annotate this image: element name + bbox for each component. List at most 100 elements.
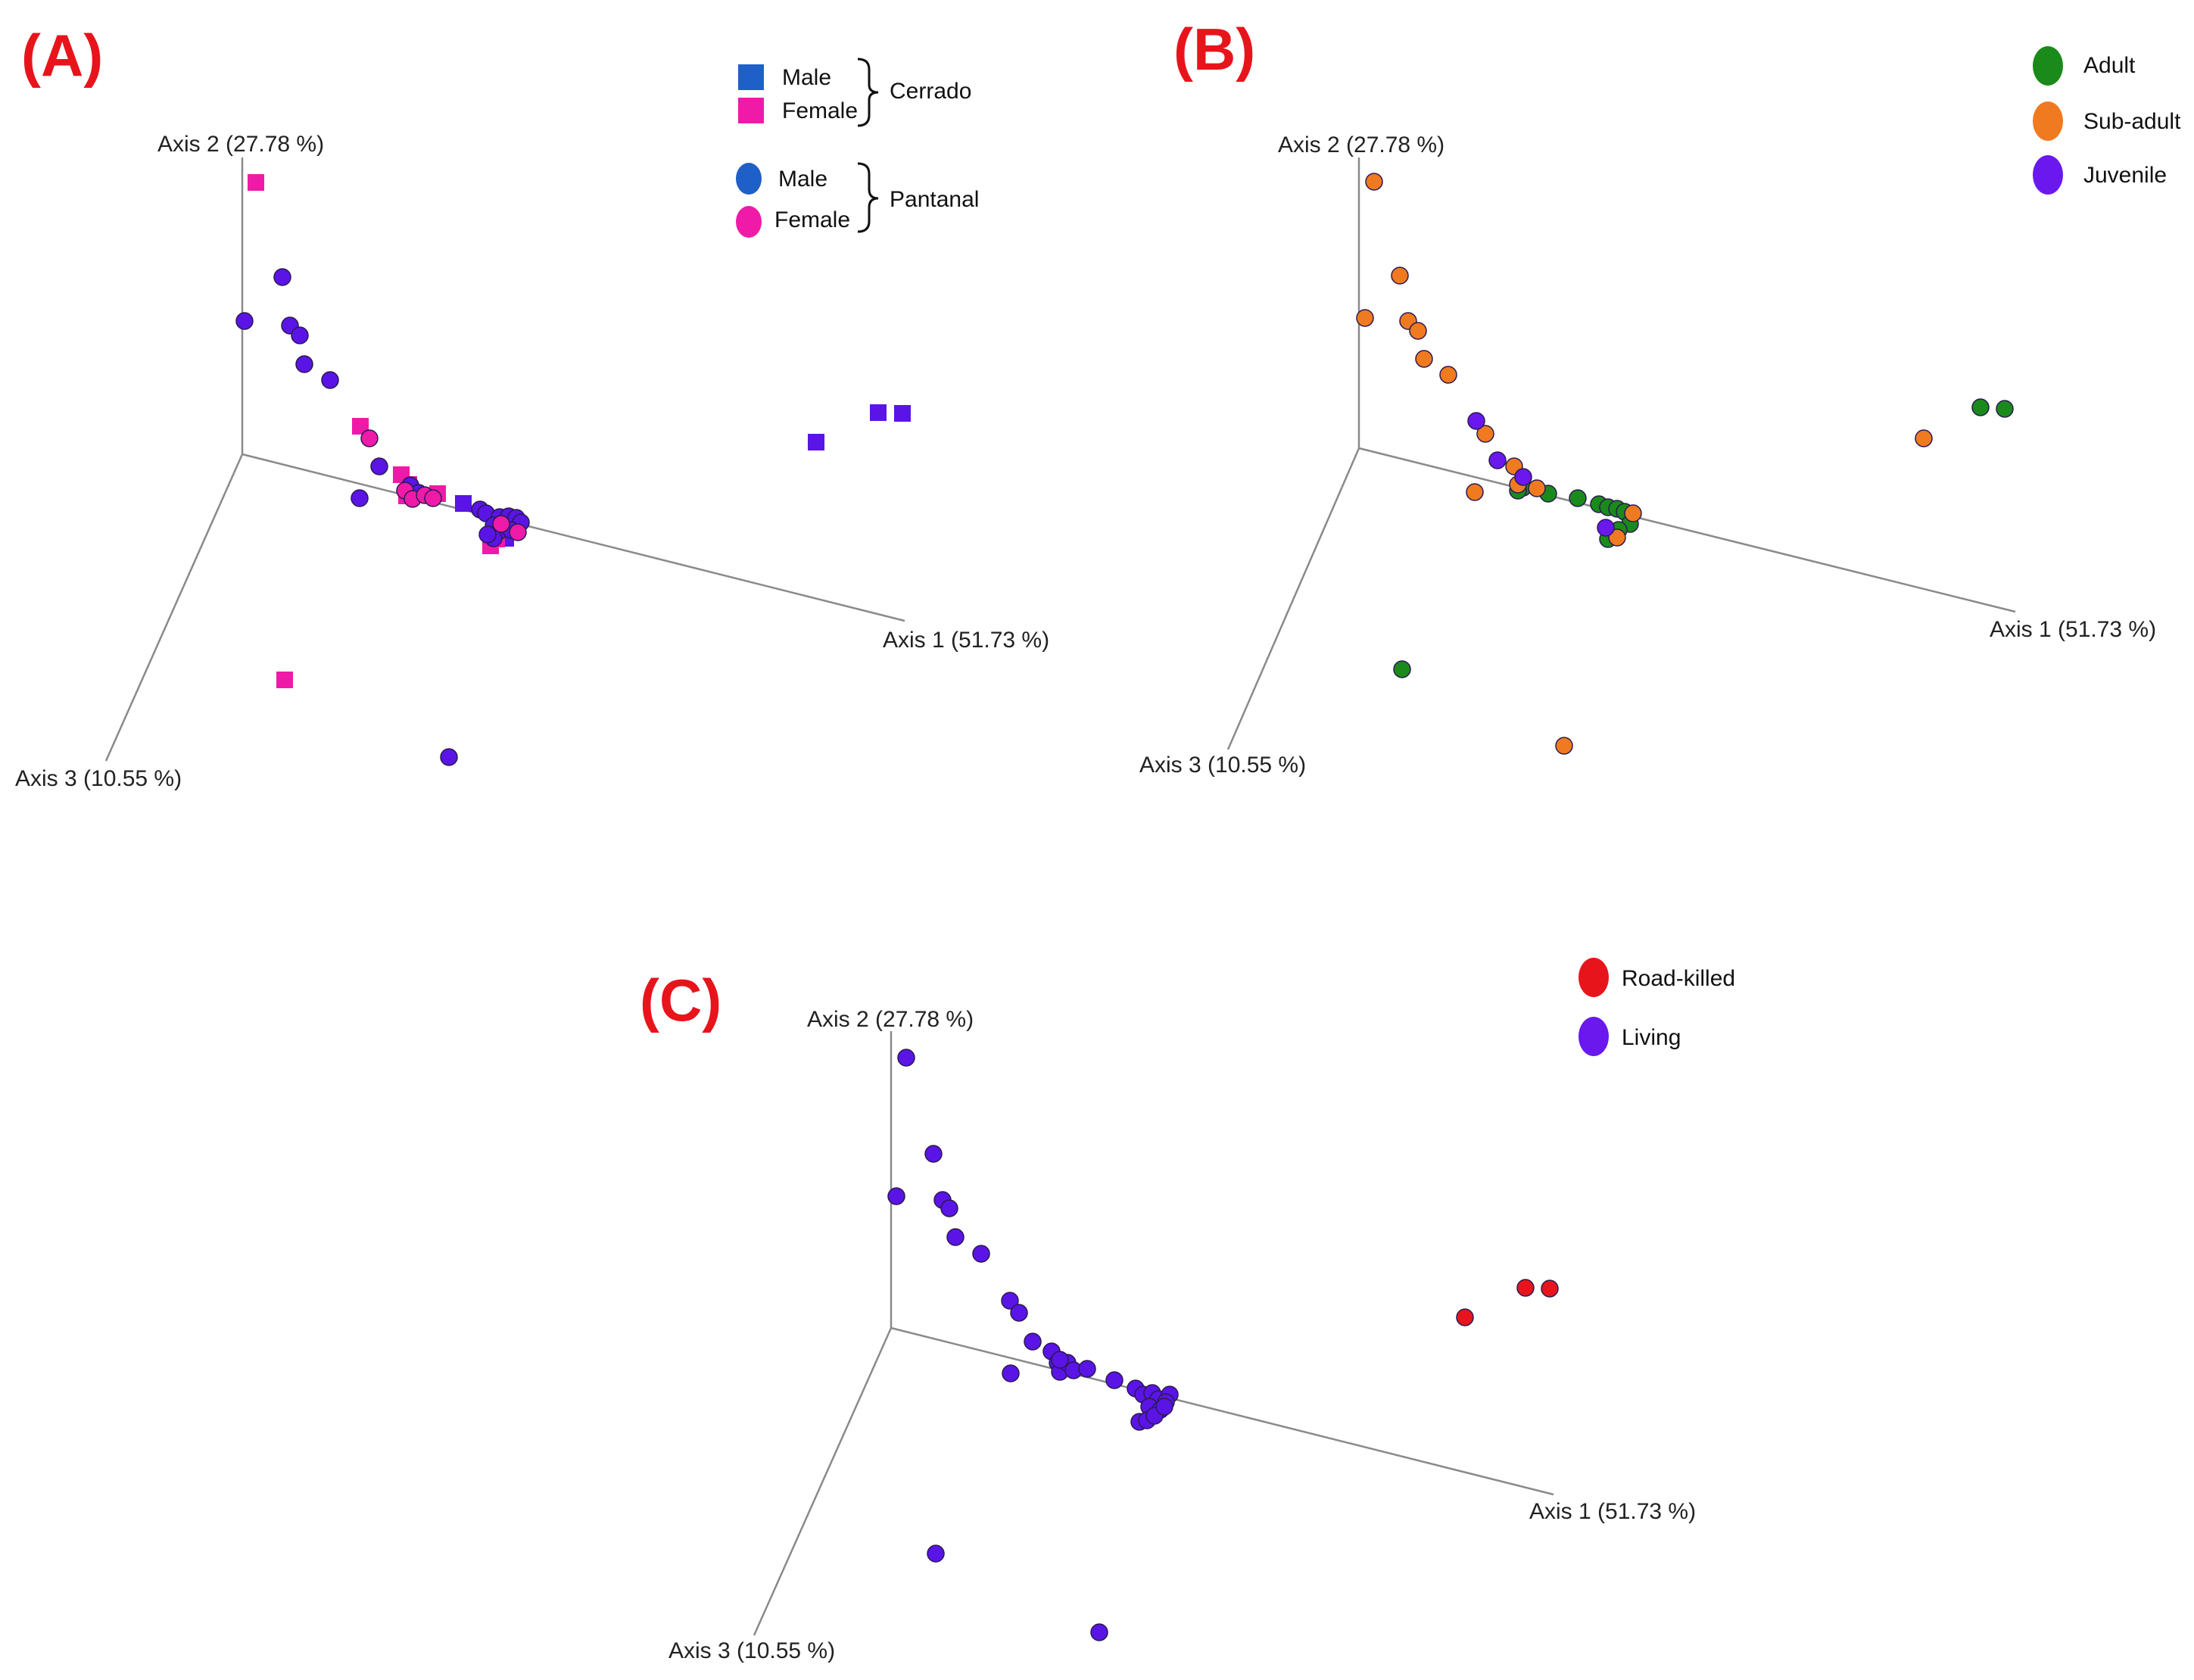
panel-b: (B) Axis 2 (27.78 %) Axis 1 (51.73 %) Ax… [1139, 16, 2181, 778]
panel-b-sub-adult-point-9 [1466, 483, 1484, 501]
panel-c-road-killed-point-2 [1541, 1279, 1559, 1298]
legend-pantanal-male-label: Male [778, 167, 827, 192]
legend-pantanal-female-label: Female [774, 207, 850, 232]
legend-juvenile-label: Juvenile [2083, 163, 2167, 188]
panel-b-axis1-line [1358, 447, 2016, 613]
legend-cerrado-female-swatch [738, 98, 764, 123]
panel-a-axis3-label: Axis 3 (10.55 %) [15, 766, 182, 791]
panel-c: (C) Axis 2 (27.78 %) Axis 1 (51.73 %) Ax… [640, 958, 1735, 1663]
panel-b-axis2-label: Axis 2 (27.78 %) [1278, 132, 1444, 157]
legend-pantanal-group-label: Pantanal [890, 187, 979, 212]
legend-living-swatch [1578, 1017, 1609, 1056]
panel-a-pantanal-female-point-6 [492, 515, 510, 533]
panel-c-living-point-4 [940, 1199, 958, 1217]
panel-c-legend: Road-killed Living [1578, 958, 1735, 1056]
panel-a-pantanal-male-point-0 [273, 268, 291, 286]
panel-b-adult-point-1 [1996, 400, 2014, 418]
legend-cerrado-female-label: Female [782, 98, 858, 123]
legend-road-killed-label: Road-killed [1622, 966, 1735, 991]
panel-a-pantanal-male-point-7 [351, 489, 369, 507]
legend-cerrado-male-label: Male [782, 65, 831, 90]
panel-a-pantanal-female-point-4 [424, 489, 442, 507]
panel-a-pantanal-male-point-6 [370, 457, 388, 475]
panel-a-cerrado-female-point-0 [248, 174, 264, 191]
panel-c-road-killed-point-1 [1516, 1279, 1535, 1297]
legend-sub-adult-swatch [2033, 101, 2063, 141]
panel-a-cerrado-female-point-5 [276, 672, 293, 688]
panel-c-living-point-32 [1090, 1623, 1108, 1641]
panel-c-living-point-7 [1001, 1292, 1019, 1310]
panel-a-pantanal-female-point-0 [360, 429, 379, 447]
panel-c-living-point-9 [1024, 1332, 1042, 1351]
panel-a-pantanal-female-point-5 [509, 523, 527, 541]
panel-a-axis3-line [104, 454, 244, 762]
panel-a-pantanal-male-point-5 [321, 371, 339, 389]
panel-a-cerrado-female-point-1 [352, 418, 369, 435]
panel-a-pantanal-male-point-18 [478, 525, 497, 544]
panel-b-axis3-label: Axis 3 (10.55 %) [1139, 753, 1306, 778]
panel-b-adult-point-0 [1971, 398, 1990, 416]
panel-a-cerrado-male-point-1 [870, 404, 887, 421]
legend-pantanal-male-swatch [736, 163, 762, 195]
panel-a-pantanal-male-point-3 [291, 326, 309, 344]
panel-a-label: (A) [21, 22, 103, 89]
panel-c-living-point-1 [924, 1145, 943, 1163]
panel-b-sub-adult-point-13 [1555, 737, 1573, 755]
panel-b-juvenile-point-2 [1514, 468, 1532, 486]
panel-c-living-point-18 [1051, 1351, 1069, 1369]
panel-b-juvenile-point-1 [1488, 451, 1507, 469]
panel-c-living-point-17 [1002, 1364, 1020, 1382]
panel-b-sub-adult-point-4 [1409, 322, 1427, 340]
panel-a-cerrado-male-point-3 [455, 495, 472, 512]
panel-b-adult-point-5 [1569, 489, 1587, 507]
panel-c-living-point-15 [1078, 1360, 1096, 1378]
panel-c-living-point-5 [946, 1228, 965, 1246]
panel-b-sub-adult-point-15 [1608, 528, 1626, 547]
panel-c-label: (C) [640, 967, 721, 1033]
panel-a-axis1-label: Axis 1 (51.73 %) [883, 628, 1049, 653]
panel-c-axis1-line [890, 1326, 1554, 1496]
panel-b-sub-adult-point-0 [1365, 173, 1383, 191]
panel-a-axis1-line [242, 453, 905, 622]
panel-c-living-point-2 [887, 1187, 905, 1205]
panel-c-axis1-label: Axis 1 (51.73 %) [1529, 1499, 1696, 1524]
panel-c-axis2-label: Axis 2 (27.78 %) [807, 1007, 974, 1032]
panel-b-legend: Adult Sub-adult Juvenile [2033, 46, 2181, 195]
panel-c-living-point-30 [1155, 1398, 1173, 1416]
panel-c-living-point-8 [1010, 1304, 1028, 1322]
panel-c-living-point-6 [972, 1245, 990, 1263]
panel-b-sub-adult-point-14 [1624, 504, 1642, 522]
panel-b-label: (B) [1173, 16, 1255, 83]
panel-a-marks [235, 174, 911, 766]
panel-b-sub-adult-point-2 [1356, 309, 1374, 327]
panel-b-juvenile-point-3 [1597, 519, 1615, 537]
panel-c-axis3-line [753, 1327, 893, 1636]
legend-juvenile-swatch [2033, 155, 2063, 195]
panel-a-pantanal-male-point-4 [295, 355, 313, 373]
legend-pantanal-female-swatch [736, 206, 762, 238]
panel-b-axis3-line [1226, 447, 1360, 750]
panel-a-legend: Male Female Cerrado Male Female Pantanal [736, 58, 979, 238]
panel-b-sub-adult-point-5 [1415, 350, 1433, 368]
panel-c-living-point-31 [927, 1544, 945, 1563]
panel-a-pantanal-male-point-1 [235, 312, 254, 330]
legend-pantanal-bracket [857, 162, 879, 233]
panel-c-living-point-0 [897, 1049, 915, 1067]
panel-c-axis3-label: Axis 3 (10.55 %) [668, 1638, 835, 1663]
legend-sub-adult-label: Sub-adult [2083, 109, 2181, 134]
panel-b-sub-adult-point-1 [1391, 266, 1409, 285]
panel-c-marks [887, 1049, 1559, 1641]
panel-a: (A) Axis 2 (27.78 %) Axis 1 (51.73 %) Ax… [15, 22, 1049, 791]
panel-b-adult-point-2 [1393, 660, 1411, 678]
panel-c-road-killed-point-0 [1456, 1308, 1474, 1326]
legend-living-label: Living [1622, 1025, 1681, 1050]
panel-a-axis2-label: Axis 2 (27.78 %) [157, 132, 324, 157]
legend-cerrado-bracket [857, 58, 879, 127]
panel-a-cerrado-male-point-0 [808, 434, 824, 450]
panel-a-pantanal-male-point-8 [440, 748, 458, 766]
legend-road-killed-swatch [1578, 958, 1609, 997]
panel-b-axis1-label: Axis 1 (51.73 %) [1990, 617, 2156, 642]
panel-c-living-point-16 [1105, 1371, 1123, 1389]
legend-cerrado-male-swatch [738, 64, 764, 90]
panel-b-sub-adult-point-12 [1915, 429, 1933, 447]
